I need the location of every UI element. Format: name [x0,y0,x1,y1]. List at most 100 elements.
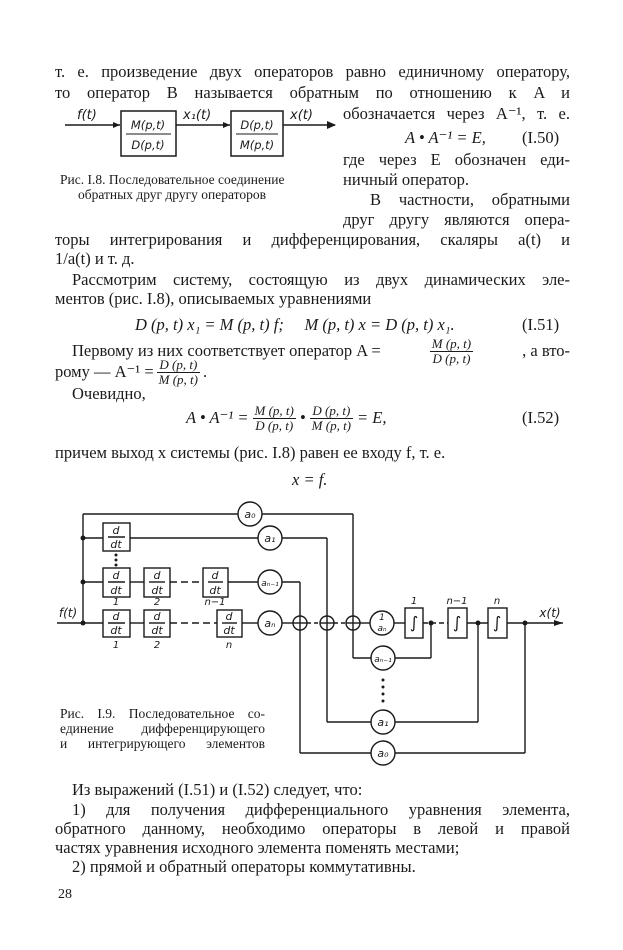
text-line: обратного данному, необходимо операторы … [55,819,570,838]
svg-text:dt: dt [110,538,122,551]
figure-1-9-caption: единение дифференцирующего [60,721,265,736]
arrow-head-icon [327,121,336,129]
figure-1-8-caption: Рис. I.8. Последовательное соединение [60,172,285,187]
equation-number: (I.50) [522,128,560,147]
svg-text:2: 2 [154,640,160,651]
svg-text:dt: dt [223,624,235,637]
text-line: 2) прямой и обратный операторы коммутати… [72,857,416,876]
text-fragment: = E, [357,408,387,427]
text-line: частях уравнения исходного элемента поме… [55,838,460,857]
equation-1-51: D (p, t) x₁ = M (p, t) f; M (p, t) x = D… [135,315,455,334]
svg-text:n: n [226,640,232,651]
coef-an-1: aₙ₋₁ [261,579,279,589]
figure-1-9-caption: Рис. I.9. Последовательное со- [60,706,265,721]
differentiator-box [202,567,229,598]
denominator: M (p, t) [311,417,352,433]
coef-an-1: aₙ₋₁ [374,655,392,665]
text-line: причем выход x системы (рис. I.8) равен … [55,443,446,462]
arrow-head-icon [223,122,230,128]
svg-text:d: d [154,610,162,623]
integral-icon: ∫ [493,613,501,632]
integral-icon: ∫ [410,613,418,632]
text-fragment: • [299,408,306,427]
svg-text:d: d [154,569,162,582]
junction-dot [428,620,434,626]
text-line: где через E обозначен еди- [343,150,570,169]
svg-text:n−1: n−1 [204,597,225,608]
text-line: ментов (рис. I.8), описываемых уравнения… [55,289,372,308]
text-line: рому — A⁻¹ = D (p, t)M (p, t) . [55,357,207,387]
denominator: D (p, t) [255,417,294,433]
svg-text:1: 1 [379,613,385,623]
svg-text:n−1: n−1 [446,596,467,607]
numerator: M (p, t) [252,402,296,419]
text-line: друг другу являются опера- [343,210,570,229]
text-line: Первому из них соответствует оператор A … [72,336,570,366]
svg-text:d: d [113,524,121,537]
svg-text:dt: dt [151,584,163,597]
numerator: D (p, t) [309,403,354,419]
text-line: 1) для получения дифференциального уравн… [72,800,570,819]
box-denominator: M(p,t) [240,138,274,152]
text-fragment: Первому из них соответствует оператор A … [72,341,381,360]
svg-text:d: d [113,569,121,582]
junction-dot [475,620,481,626]
differentiator-box [102,567,131,598]
operator-box-a [120,110,177,157]
coef-a0: a₀ [377,747,389,760]
fraction: D (p, t)M (p, t) [156,357,200,387]
arrow-head-icon [554,620,563,626]
arrow-head-icon [113,122,120,128]
svg-text:d: d [226,610,234,623]
junction-dot [80,579,86,585]
text-fragment: рому — A⁻¹ = [55,362,154,381]
box-numerator: M(p,t) [131,118,165,132]
text-line: ничный оператор. [343,170,469,189]
text-line: Рассмотрим систему, состоящую из двух ди… [72,270,570,289]
equation-1-52: A • A⁻¹ = M (p, t)D (p, t) • D (p, t)M (… [186,403,386,433]
page-number: 28 [58,887,72,902]
text-fragment: . [203,362,208,381]
input-label: f(t) [77,108,97,123]
svg-text:aₙ: aₙ [377,624,387,634]
input-label: f(t) [59,606,77,620]
text-line: 1/a(t) и т. д. [55,249,135,268]
fraction: M (p, t)D (p, t) [429,335,474,366]
text-line: Из выражений (I.51) и (I.52) следует, чт… [72,780,363,799]
svg-text:dt: dt [110,624,122,637]
numerator: D (p, t) [156,357,200,373]
fraction: D (p, t)M (p, t) [309,403,354,433]
operator-box-inverse [230,110,284,157]
text-line: Очевидно, [72,384,146,403]
box-denominator: D(p,t) [131,138,164,152]
integral-icon: ∫ [453,613,461,632]
output-label: x(t) [538,606,560,620]
differentiator-box [102,609,131,638]
equation-1-50: A • A⁻¹ = E, [405,128,486,147]
junction-dot [522,620,528,626]
text-fragment: A • A⁻¹ = [186,408,249,427]
figure-1-8-diagram: f(t) M(p,t) D(p,t) x₁(t) D(p,t) M(p,t) x… [65,108,336,157]
mid-label: x₁(t) [182,108,211,123]
fraction: M (p, t)D (p, t) [252,402,296,433]
svg-text:n: n [494,596,500,607]
denominator: M (p, t) [158,371,198,387]
text-line: В частности, обратными [370,190,570,209]
text-line: обозначается через A⁻¹, т. е. [343,104,570,123]
figure-1-9-caption: и интегрирующего элементов [60,736,265,751]
coef-a1: a₁ [377,716,388,729]
box-numerator: D(p,t) [240,118,273,132]
svg-text:d: d [113,610,121,623]
svg-text:dt: dt [151,624,163,637]
junction-dot [80,535,86,541]
denominator: D (p, t) [432,350,471,366]
coef-a1: a₁ [264,532,275,545]
text-fragment: , а вто- [522,341,570,360]
equation-number: (I.51) [522,315,560,334]
svg-text:1: 1 [113,640,119,651]
text-line: торы интегрирования и дифференцирования,… [55,230,570,249]
svg-text:1: 1 [411,596,417,607]
equation-number: (I.52) [522,408,560,427]
coef-a0: a₀ [244,508,256,521]
numerator: M (p, t) [429,335,474,352]
